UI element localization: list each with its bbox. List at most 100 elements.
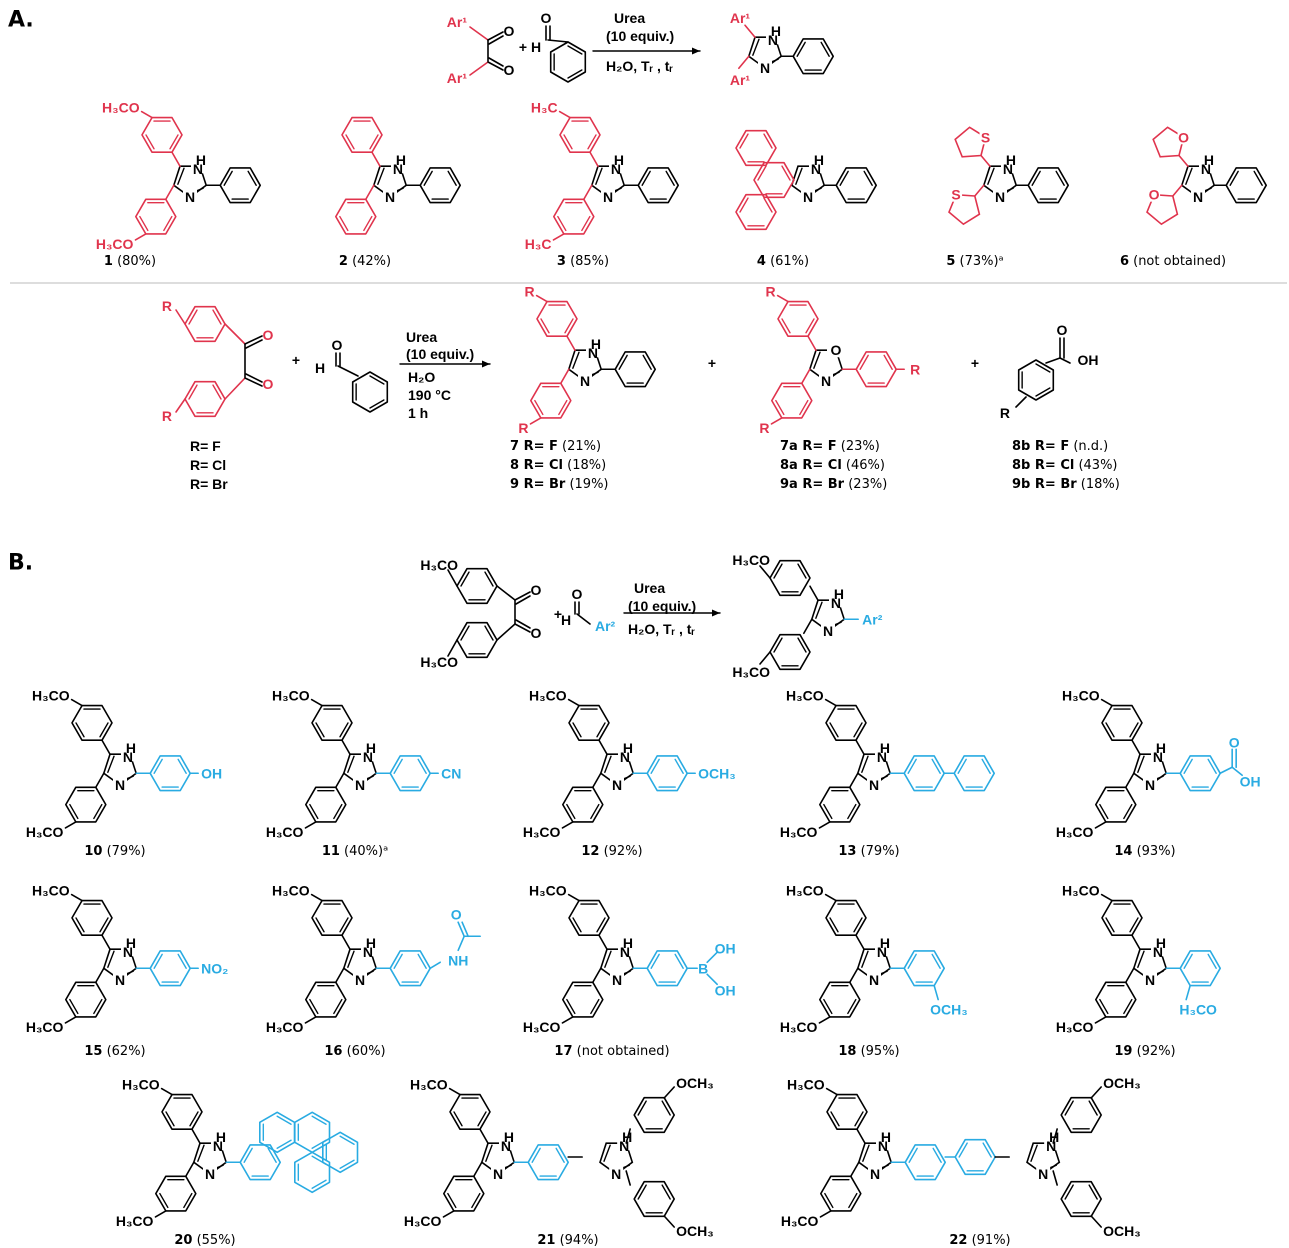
atom-label: H₃CO bbox=[96, 236, 134, 252]
heteroatom-label: N bbox=[1038, 1166, 1048, 1182]
compound-number: 13 bbox=[838, 844, 856, 859]
atom-label: OH bbox=[201, 765, 222, 781]
benzene-ring bbox=[825, 899, 867, 936]
atom-label: OCH₃ bbox=[1103, 1075, 1141, 1091]
compound-number: 11 bbox=[322, 844, 340, 859]
atom-label: O bbox=[263, 327, 274, 343]
atom-label: O bbox=[1229, 734, 1240, 750]
reaction-arrow-head bbox=[712, 609, 720, 617]
atom-label: H₃CO bbox=[272, 883, 310, 899]
compound-yield: (79%) bbox=[856, 844, 899, 859]
atom-label: O bbox=[1057, 322, 1068, 338]
benzene-ring bbox=[1179, 755, 1221, 792]
heteroatom-label: N bbox=[1193, 189, 1203, 205]
benzene-ring bbox=[855, 351, 897, 388]
benzene-ring bbox=[646, 755, 688, 792]
benzene-ring bbox=[1225, 167, 1267, 204]
benzene-ring bbox=[305, 786, 347, 823]
heteroatom-label: N bbox=[213, 1138, 223, 1154]
compound-caption: 2 (42%) bbox=[339, 254, 391, 269]
atom-label: H₃CO bbox=[529, 688, 567, 704]
atom-label: H₃CO bbox=[732, 664, 770, 680]
heteroatom-label: H bbox=[1156, 935, 1166, 951]
benzene-ring bbox=[1017, 359, 1055, 401]
atom-label: H₃CO bbox=[404, 1213, 442, 1229]
compound-22: HNNH₃COH₃COHNNOCH₃OCH₃22 (91%) bbox=[781, 1075, 1141, 1248]
compound-caption: 11 (40%)ᵃ bbox=[322, 844, 388, 859]
atom-label: Ar² bbox=[862, 611, 883, 627]
heteroatom-label: N bbox=[193, 161, 203, 177]
heteroatom-label: O bbox=[831, 342, 842, 358]
heteroatom-label: N bbox=[385, 189, 395, 205]
plus-sign: + bbox=[292, 352, 300, 368]
compound-yield: (not obtained) bbox=[573, 1044, 670, 1059]
plus-sign: + bbox=[971, 355, 979, 371]
atom-label: R bbox=[162, 408, 172, 424]
plus-sign: + bbox=[554, 606, 562, 622]
condition-equiv: (10 equiv.) bbox=[406, 346, 474, 362]
atom-label: O bbox=[451, 906, 462, 922]
atom-label: H₃CO bbox=[26, 824, 64, 840]
atom-label: O bbox=[541, 10, 552, 26]
section-label-b: B. bbox=[8, 551, 33, 576]
heteroatom-label: H bbox=[814, 152, 824, 168]
atom-label: OH bbox=[1240, 773, 1261, 789]
heteroatom-label: H bbox=[366, 740, 376, 756]
compound-number: 15 bbox=[84, 1044, 102, 1059]
heteroatom-label: N bbox=[1003, 161, 1013, 177]
heteroatom-label: H bbox=[880, 935, 890, 951]
compound-yield: (55%) bbox=[192, 1233, 235, 1248]
benzene-ring bbox=[1060, 1180, 1102, 1218]
atom-label: CN bbox=[441, 765, 461, 781]
heteroatom-label: N bbox=[620, 944, 630, 960]
benzene-ring bbox=[1095, 981, 1137, 1018]
benzene-ring bbox=[904, 1144, 946, 1181]
plus-sign: + bbox=[519, 39, 527, 55]
heteroatom-label: H bbox=[126, 935, 136, 951]
benzene-ring bbox=[443, 1175, 485, 1212]
benzene-ring bbox=[819, 981, 861, 1018]
benzene-ring bbox=[65, 981, 107, 1018]
compound-number: 8a bbox=[780, 458, 802, 473]
product-row-oxazole: 8a R= Cl (46%) bbox=[780, 458, 885, 473]
condition-reagent: Urea bbox=[406, 329, 437, 345]
heteroatom-label: H bbox=[834, 586, 844, 602]
compound-yield: (92%) bbox=[599, 844, 642, 859]
condition-time: 1 h bbox=[408, 405, 428, 421]
r-group: R= Br bbox=[1035, 477, 1077, 492]
compound-caption: 6 (not obtained) bbox=[1120, 254, 1226, 269]
compound-yield: (73%)ᵃ bbox=[955, 254, 1003, 269]
heteroatom-label: N bbox=[355, 777, 365, 793]
compound-yield: (18%) bbox=[1077, 477, 1120, 492]
compound-yield: (18%) bbox=[563, 458, 606, 473]
heteroatom-label: H bbox=[1156, 740, 1166, 756]
benzene-ring bbox=[71, 899, 113, 936]
atom-label: H₃CO bbox=[780, 824, 818, 840]
condition-general: H₂O, Tᵣ , tᵣ bbox=[628, 621, 695, 637]
benzene-ring bbox=[135, 198, 177, 235]
benzene-ring bbox=[903, 755, 945, 792]
compound-number: 8b bbox=[1012, 439, 1035, 454]
compound-yield: (60%) bbox=[342, 1044, 385, 1059]
atom-label: Ar¹ bbox=[730, 72, 751, 88]
heteroatom-label: N bbox=[823, 623, 833, 639]
benzene-ring bbox=[633, 1180, 675, 1218]
heteroatom-label: H bbox=[366, 935, 376, 951]
atom-label: H₃C bbox=[525, 236, 552, 252]
heteroatom-label: N bbox=[1201, 161, 1211, 177]
r-group-label: R= Cl bbox=[190, 457, 226, 473]
benzene-ring bbox=[1095, 786, 1137, 823]
atom-label: H₃CO bbox=[32, 883, 70, 899]
compound-number: 17 bbox=[554, 1044, 572, 1059]
benzene-ring bbox=[311, 899, 353, 936]
heteroatom-label: N bbox=[831, 595, 841, 611]
compound-caption: 4 (61%) bbox=[757, 254, 809, 269]
